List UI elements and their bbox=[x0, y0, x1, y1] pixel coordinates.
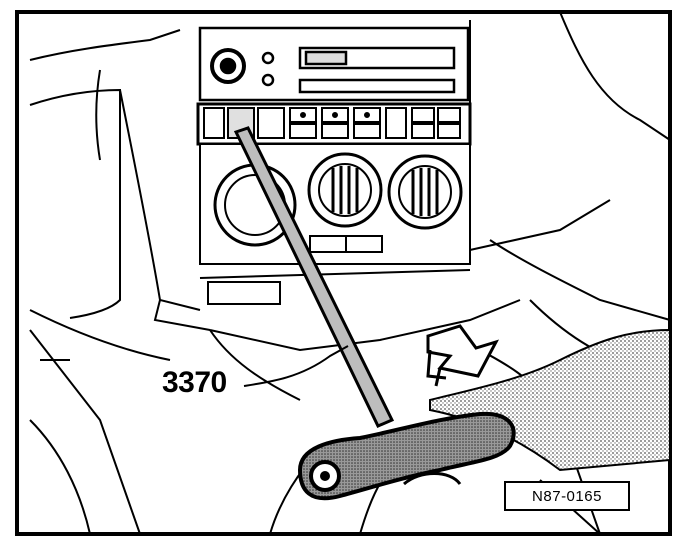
dashboard bbox=[29, 11, 671, 535]
figure-id-label: N87-0165 bbox=[504, 481, 630, 511]
callout-leader bbox=[243, 345, 349, 387]
tool-3370 bbox=[233, 126, 516, 501]
direction-arrow bbox=[426, 324, 500, 387]
lower-trim bbox=[199, 263, 471, 305]
radio-panel bbox=[198, 26, 470, 102]
tool-callout-label: 3370 bbox=[162, 366, 227, 399]
control-knobs bbox=[199, 143, 471, 265]
